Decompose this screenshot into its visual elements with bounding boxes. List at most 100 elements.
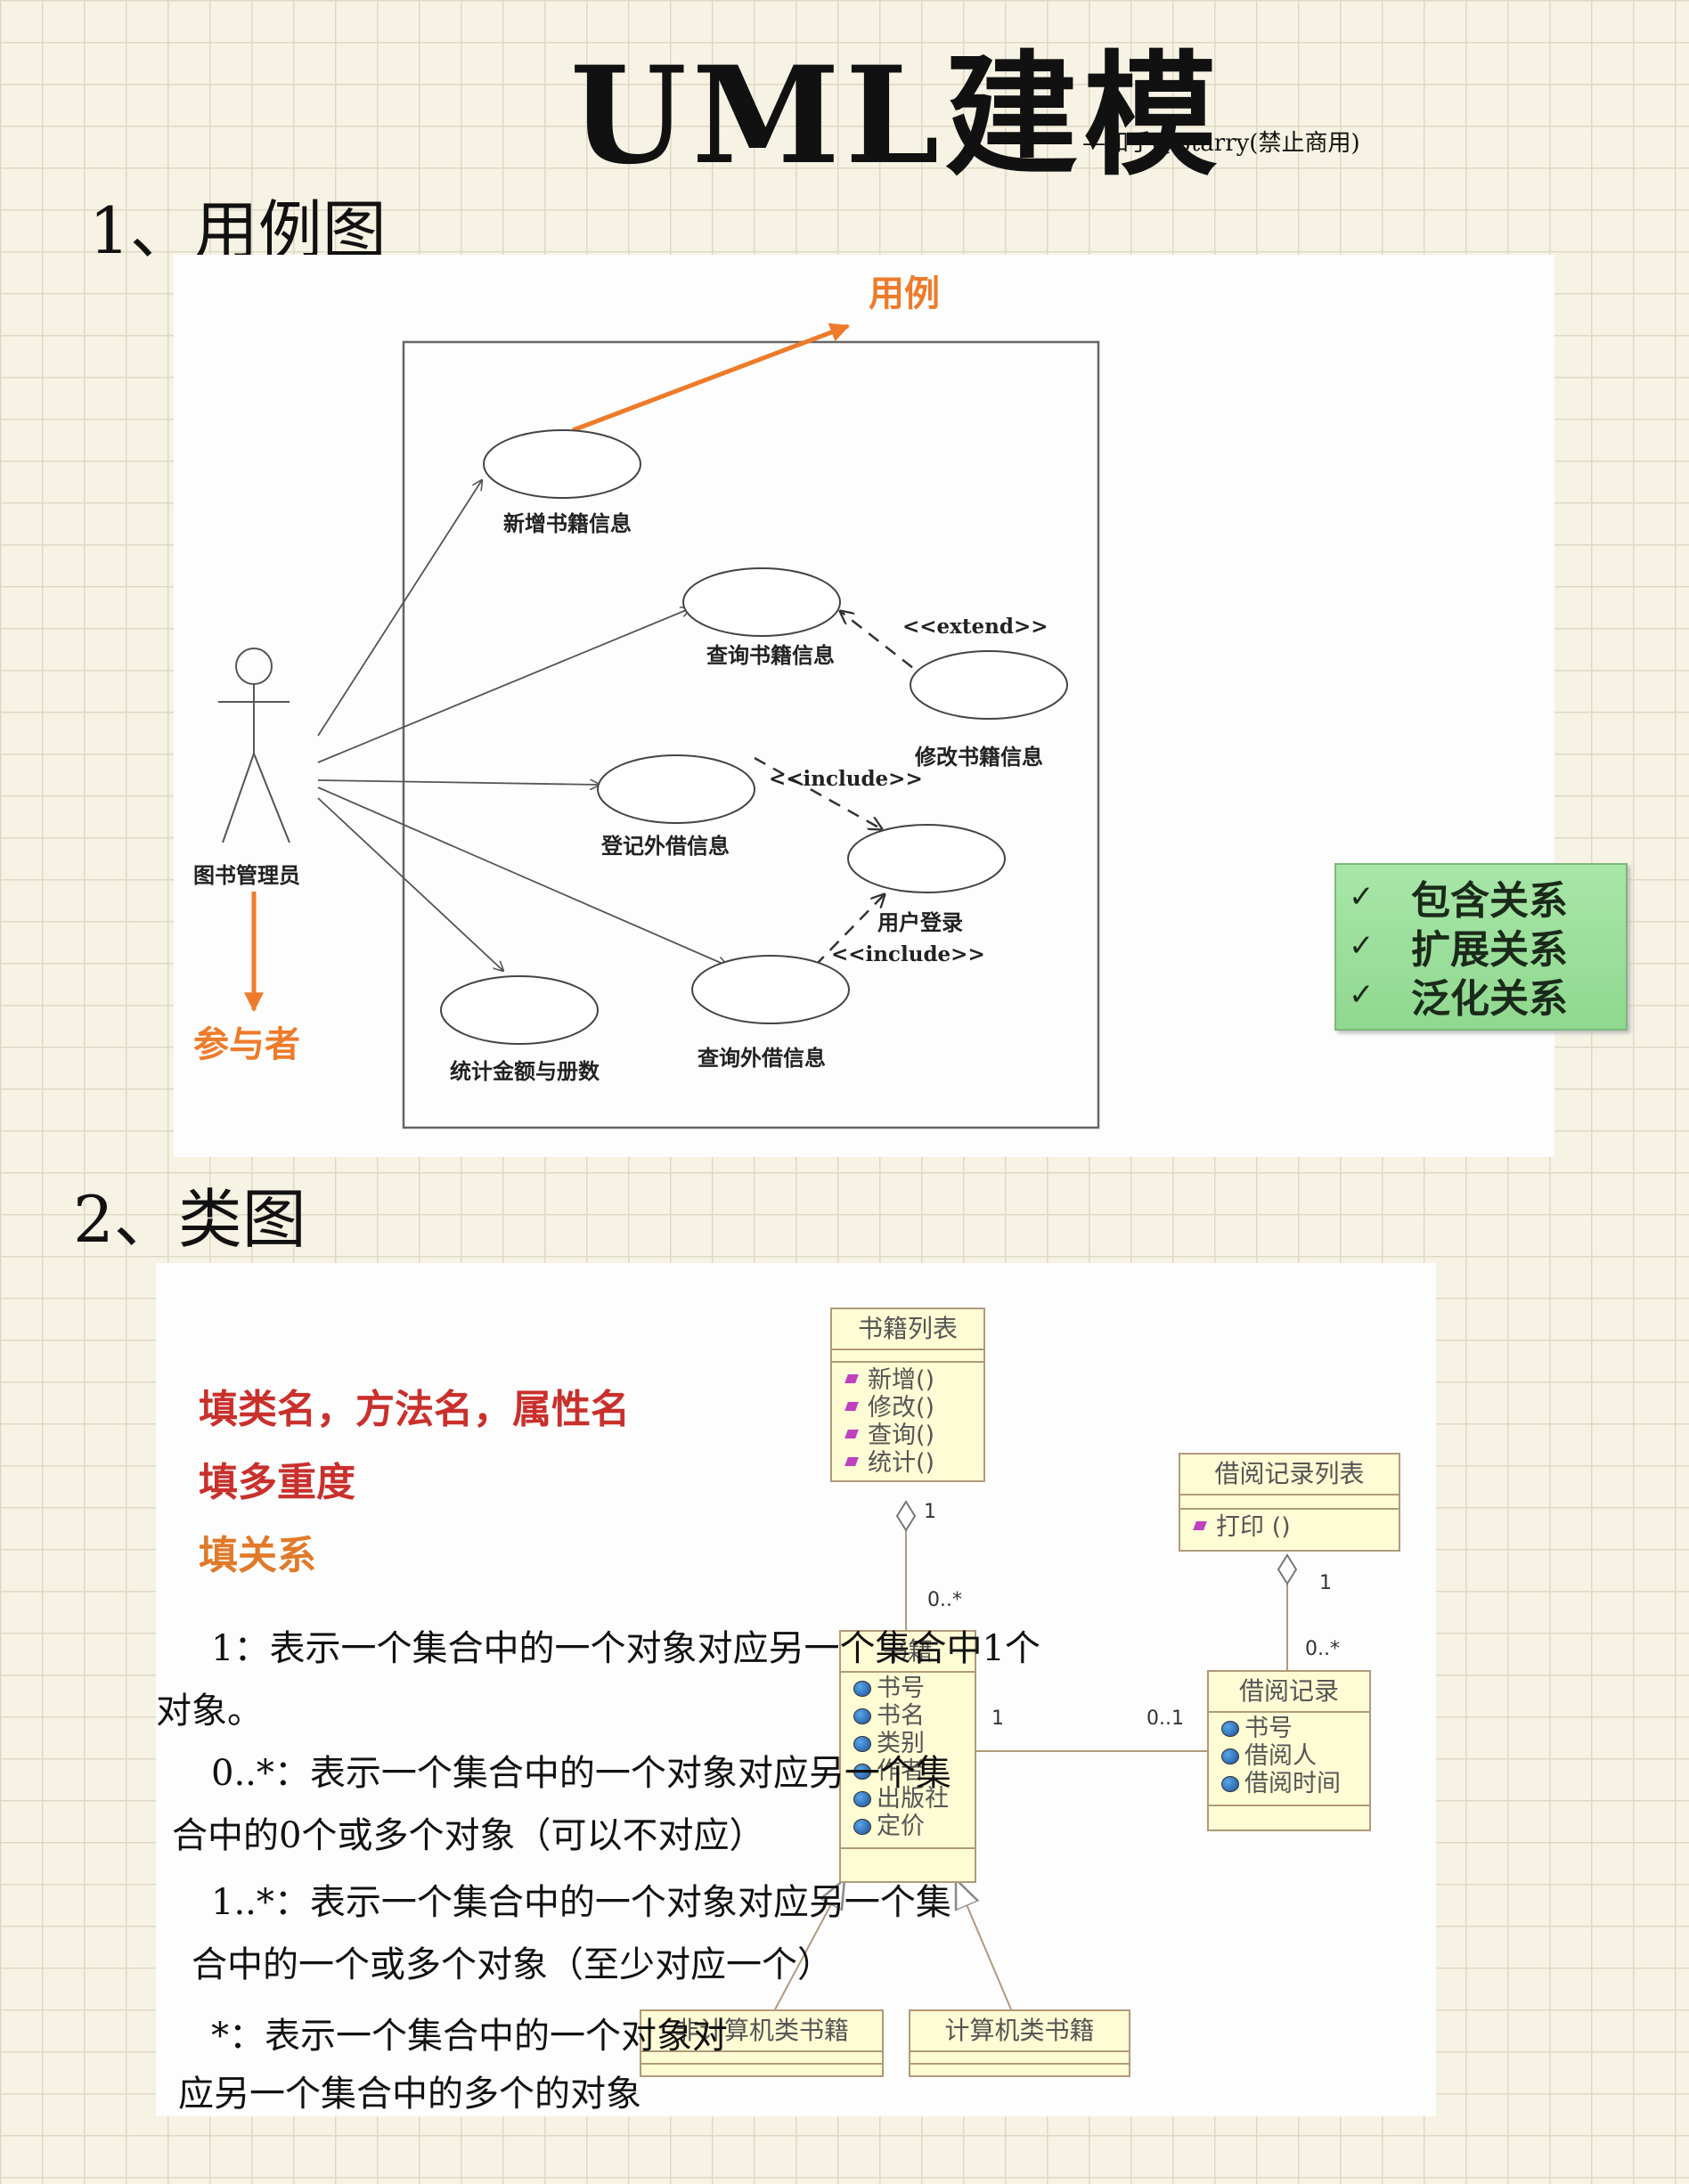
extend-dependency xyxy=(840,611,930,681)
use-case-diagram: 图书管理员 用例 参与者 <<extend>> <<include>> <<in… xyxy=(193,273,1100,1129)
generalization-line-noncomputer xyxy=(774,1879,844,2010)
mult-booklist-one: 1 xyxy=(924,1501,936,1523)
usecase-label-register: 登记外借信息 xyxy=(600,833,730,859)
attribute-item: 类别 xyxy=(841,1730,975,1757)
usecase-query-loan xyxy=(691,955,850,1024)
attribute-icon xyxy=(1221,1721,1239,1737)
usecase-annotation: 用例 xyxy=(869,273,940,314)
operation-item: 查询() xyxy=(832,1422,983,1449)
class-operations: 打印 () xyxy=(1180,1510,1399,1550)
class-attributes-empty xyxy=(1180,1495,1399,1510)
operation-icon xyxy=(1193,1521,1207,1530)
usecase-query-book xyxy=(682,567,841,637)
operation-item: 新增() xyxy=(832,1366,983,1394)
operation-item: 打印 () xyxy=(1180,1513,1399,1541)
attribute-item: 作者 xyxy=(841,1757,975,1785)
usecase-pointer-arrow xyxy=(572,322,851,433)
usecase-label-add: 新增书籍信息 xyxy=(503,510,632,536)
class-diagram-connectors: 1 0..* 1 0..* 1 0..1 xyxy=(774,1500,1340,2010)
usecase-add-book xyxy=(483,429,641,499)
operation-icon xyxy=(844,1457,859,1466)
note-line: 合中的0个或多个对象（可以不对应） xyxy=(172,1815,765,1856)
attribute-icon xyxy=(853,1681,871,1697)
usecase-label-modify: 修改书籍信息 xyxy=(914,744,1043,770)
page-subtitle: —知乎@Starry(禁止商用) xyxy=(1082,130,1360,157)
page-title: UML建模 xyxy=(570,37,1223,194)
attribute-item: 借阅时间 xyxy=(1209,1770,1369,1797)
check-icon: ✓ xyxy=(1349,879,1375,915)
class-name: 借阅记录列表 xyxy=(1180,1455,1399,1495)
class-computer-book: 计算机类书籍 xyxy=(909,2009,1130,2077)
relation-item: ✓ 泛化关系 xyxy=(1349,970,1568,1022)
operation-icon xyxy=(844,1402,859,1411)
class-attributes-empty xyxy=(910,2052,1129,2065)
relation-item: ✓ 扩展关系 xyxy=(1349,921,1568,973)
operation-icon xyxy=(844,1430,859,1438)
operation-item: 统计() xyxy=(832,1449,983,1477)
use-case-diagram-panel: 图书管理员 用例 参与者 <<extend>> <<include>> <<in… xyxy=(174,255,1628,1157)
class-name: 计算机类书籍 xyxy=(910,2011,1129,2052)
class-book-list: 书籍列表 新增() 修改() 查询() 统计() xyxy=(830,1308,985,1482)
relation-label: 扩展关系 xyxy=(1411,927,1568,973)
attribute-icon xyxy=(853,1708,871,1724)
operation-icon xyxy=(844,1374,859,1383)
tip-fill-multiplicity: 填多重度 xyxy=(199,1460,355,1505)
actor-label: 图书管理员 xyxy=(193,862,300,888)
class-borrow-record: 借阅记录 书号 借阅人 借阅时间 xyxy=(1207,1670,1371,1831)
attribute-icon xyxy=(853,1764,871,1780)
note-line: *：表示一个集合中的一个对象对 xyxy=(211,2016,728,2057)
tip-fill-relations: 填关系 xyxy=(199,1533,316,1578)
class-non-computer-book: 非计算机类书籍 xyxy=(640,2009,884,2077)
attribute-icon xyxy=(853,1791,871,1807)
usecase-modify-book xyxy=(910,650,1068,720)
assoc-line-stats xyxy=(317,797,503,971)
class-diagram-panel: 1 0..* 1 0..* 1 0..1 填类名，方法名，属性名 填多重度 填关… xyxy=(156,1263,1436,2116)
extend-stereotype: <<extend>> xyxy=(902,615,1048,639)
relation-label: 泛化关系 xyxy=(1411,976,1568,1022)
attribute-item: 书号 xyxy=(841,1675,975,1702)
class-name: 非计算机类书籍 xyxy=(641,2011,882,2052)
operation-item: 修改() xyxy=(832,1394,983,1422)
attribute-icon xyxy=(1221,1776,1239,1792)
class-operations: 新增() 修改() 查询() 统计() xyxy=(832,1363,983,1480)
actor-annotation: 参与者 xyxy=(193,1024,300,1065)
class-attributes: 书号 借阅人 借阅时间 xyxy=(1209,1713,1369,1806)
assoc-line-query xyxy=(317,608,690,763)
attribute-item: 书号 xyxy=(1209,1715,1369,1742)
mult-book-one: 1 xyxy=(991,1707,1004,1730)
attribute-icon xyxy=(1221,1748,1239,1764)
mult-book-many: 0..* xyxy=(927,1589,962,1611)
class-book: 书籍 书号 书名 类别 作者 出版社 定价 xyxy=(839,1630,976,1883)
usecase-stats xyxy=(440,975,599,1045)
actor-figure xyxy=(218,648,290,843)
include-dependency-query-loan xyxy=(814,894,885,966)
usecase-label-login: 用户登录 xyxy=(877,909,963,935)
class-operations-empty xyxy=(910,2065,1129,2075)
attribute-item: 定价 xyxy=(841,1813,975,1840)
class-name: 书籍列表 xyxy=(832,1309,983,1350)
note-line: 1：表示一个集合中的一个对象对应另一个集合中1个 xyxy=(211,1628,1040,1669)
attribute-item: 书名 xyxy=(841,1702,975,1730)
note-line: 0..*：表示一个集合中的一个对象对应另一个集 xyxy=(211,1753,951,1794)
note-line: 应另一个集合中的多个的对象 xyxy=(178,2074,641,2115)
usecase-register-loan xyxy=(597,754,755,824)
check-icon: ✓ xyxy=(1349,928,1375,964)
note-line: 合中的一个或多个对象（至少对应一个） xyxy=(192,1944,833,1985)
mult-record-many: 0..* xyxy=(1305,1638,1340,1660)
class-attributes-empty xyxy=(832,1350,983,1363)
assoc-line-query-loan xyxy=(317,786,727,966)
check-icon: ✓ xyxy=(1349,977,1375,1013)
assoc-line-add xyxy=(317,480,482,737)
class-attributes-empty xyxy=(641,2052,882,2065)
aggregation-diamond-booklist xyxy=(895,1500,917,1532)
relation-label: 包含关系 xyxy=(1411,878,1568,924)
section2-title: 2、类图 xyxy=(73,1182,306,1257)
note-line: 对象。 xyxy=(156,1691,263,1732)
tip-fill-names: 填类名，方法名，属性名 xyxy=(199,1387,630,1432)
include-stereotype-2: <<include>> xyxy=(831,942,985,966)
generalization-line-computer xyxy=(956,1879,1012,2010)
mult-record-opt: 0..1 xyxy=(1146,1707,1184,1730)
attribute-item: 出版社 xyxy=(841,1785,975,1813)
attribute-item: 借阅人 xyxy=(1209,1742,1369,1770)
relation-item: ✓ 包含关系 xyxy=(1349,872,1568,924)
